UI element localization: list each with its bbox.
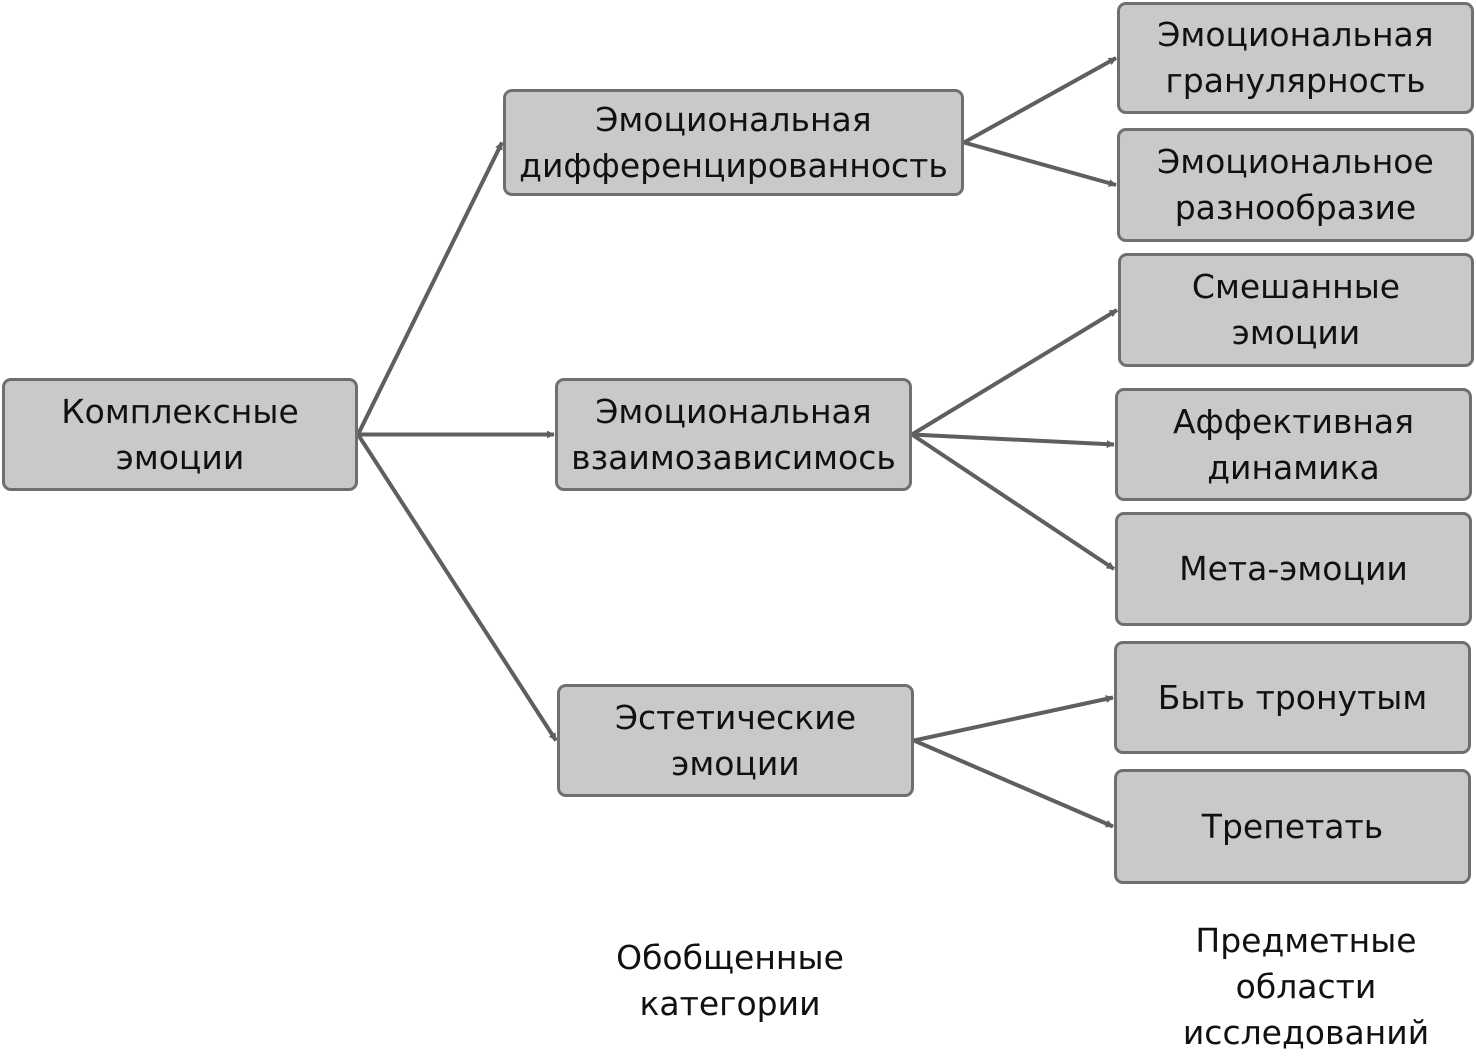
node-label-line: Эмоциональная	[1157, 15, 1434, 54]
node-affective-dynamics: Аффективная динамика	[1115, 388, 1472, 501]
node-emotional-interdependence: Эмоциональная взаимозависимось	[555, 378, 912, 491]
node-label-line: дифференцированность	[519, 145, 948, 185]
node-emotional-differentiation: Эмоциональная дифференцированность	[503, 89, 964, 196]
node-label-line: эмоции	[671, 743, 800, 783]
caption-research-domains: Предметные области исследований	[1136, 918, 1476, 1056]
node-label-line: эмоции	[1231, 313, 1361, 352]
caption-generalized-categories: Обобщенные категории	[560, 935, 900, 1027]
arrow-interdependence-to-meta_emotions	[910, 432, 1116, 571]
arrow-interdependence-to-affective_dynamics	[911, 432, 1115, 449]
arrow-differentiation-to-diversity	[963, 140, 1117, 187]
node-awe: Трепетать	[1114, 769, 1471, 884]
caption-line: Обобщенные	[616, 938, 844, 977]
caption-line: области	[1235, 967, 1377, 1006]
caption-line: исследований	[1182, 1013, 1430, 1052]
arrow-root-to-aesthetic	[356, 433, 558, 742]
caption-line: категории	[639, 984, 821, 1023]
caption-line: Предметные	[1195, 921, 1417, 960]
node-label-line: взаимозависимось	[571, 437, 896, 477]
node-aesthetic-emotions: Эстетические эмоции	[557, 684, 914, 797]
arrow-interdependence-to-mixed	[910, 308, 1119, 437]
node-label-line: гранулярность	[1165, 61, 1426, 100]
node-label-line: Аффективная	[1172, 401, 1414, 441]
arrow-root-to-differentiation	[356, 141, 504, 436]
node-label-line: Смешанные	[1191, 267, 1401, 306]
node-label-line: Эмоциональная	[595, 99, 872, 139]
node-label-line: Эмоциональная	[595, 391, 872, 431]
node-label-line: разнообразие	[1174, 188, 1417, 227]
node-mixed-emotions: Смешанные эмоции	[1118, 253, 1474, 367]
arrow-aesthetic-to-awe	[913, 738, 1114, 829]
node-label-line: Быть тронутым	[1157, 677, 1428, 717]
node-meta-emotions: Мета-эмоции	[1115, 512, 1472, 626]
node-label-line: динамика	[1207, 447, 1380, 487]
node-label-line: Трепетать	[1201, 806, 1384, 846]
arrow-aesthetic-to-being_moved	[913, 695, 1114, 743]
node-label-line: Мета-эмоции	[1179, 549, 1408, 588]
node-complex-emotions: Комплексные эмоции	[2, 378, 358, 491]
node-label-line: Эмоциональное	[1157, 142, 1434, 181]
node-label-line: Комплексные	[61, 391, 299, 431]
node-being-moved: Быть тронутым	[1114, 641, 1471, 754]
arrow-differentiation-to-granularity	[963, 56, 1117, 145]
node-label-line: Эстетические	[614, 697, 856, 737]
node-emotional-diversity: Эмоциональное разнообразие	[1117, 128, 1474, 242]
node-label-line: эмоции	[115, 437, 245, 477]
node-emotional-granularity: Эмоциональная гранулярность	[1117, 2, 1474, 114]
